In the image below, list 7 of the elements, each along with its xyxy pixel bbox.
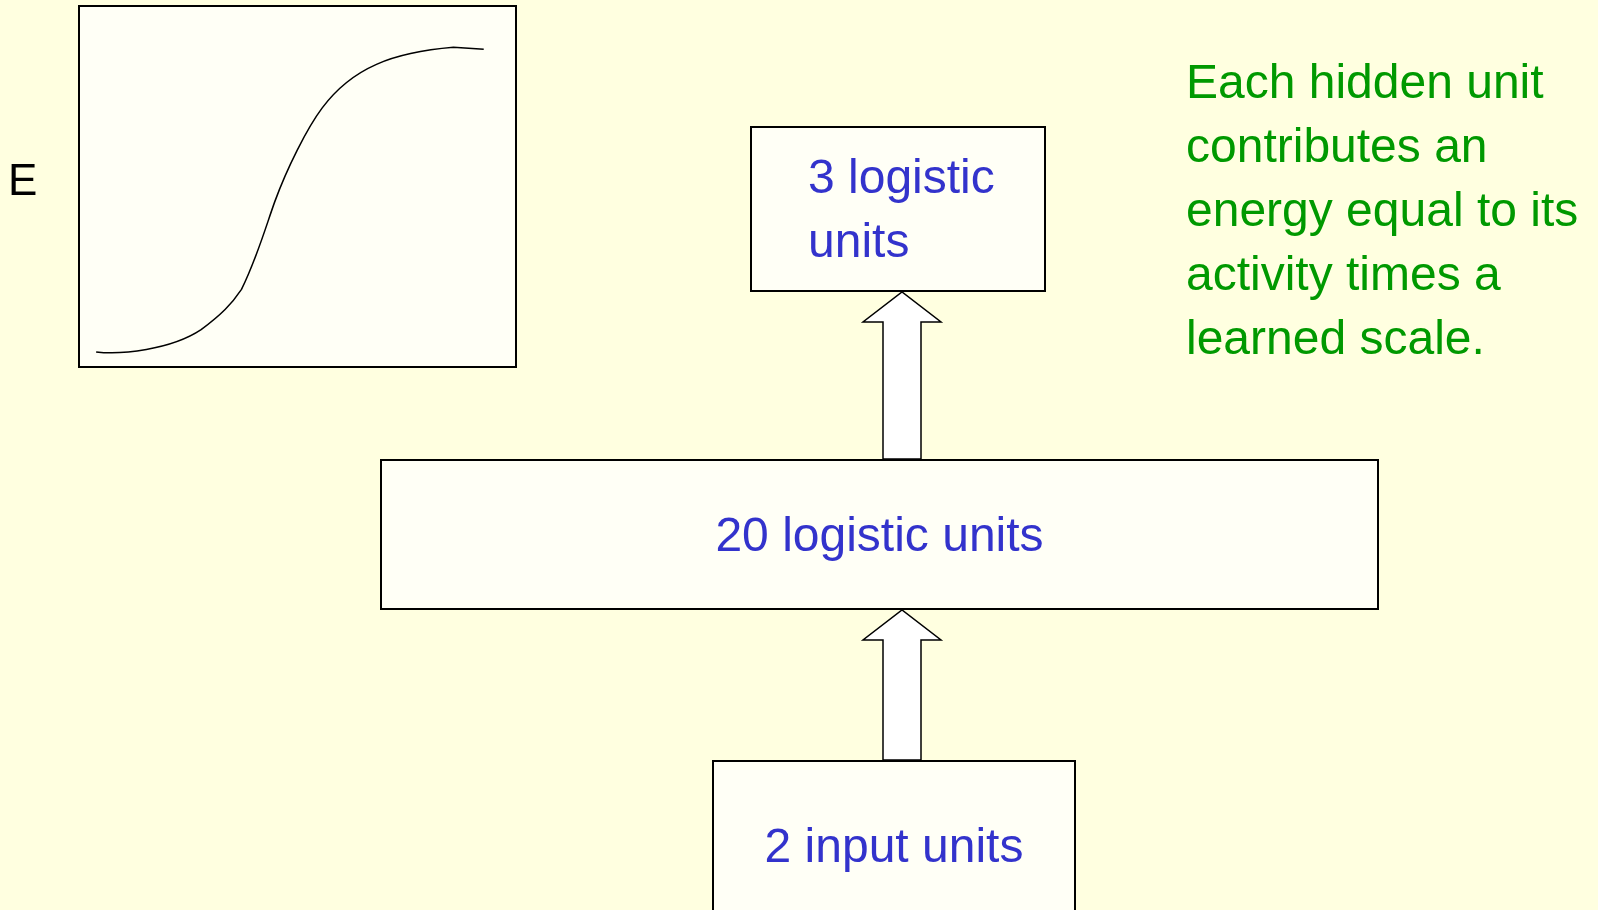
block-arrow bbox=[860, 609, 944, 761]
layer-box: 3 logistic units bbox=[750, 126, 1046, 292]
layer-box: 2 input units bbox=[712, 760, 1076, 910]
block-arrow bbox=[860, 291, 944, 460]
axis-label: E bbox=[8, 154, 38, 206]
layer-box: 20 logistic units bbox=[380, 459, 1379, 610]
note-text: Each hidden unit contributes an energy equal to its activity times a learned scale. bbox=[1186, 54, 1580, 366]
